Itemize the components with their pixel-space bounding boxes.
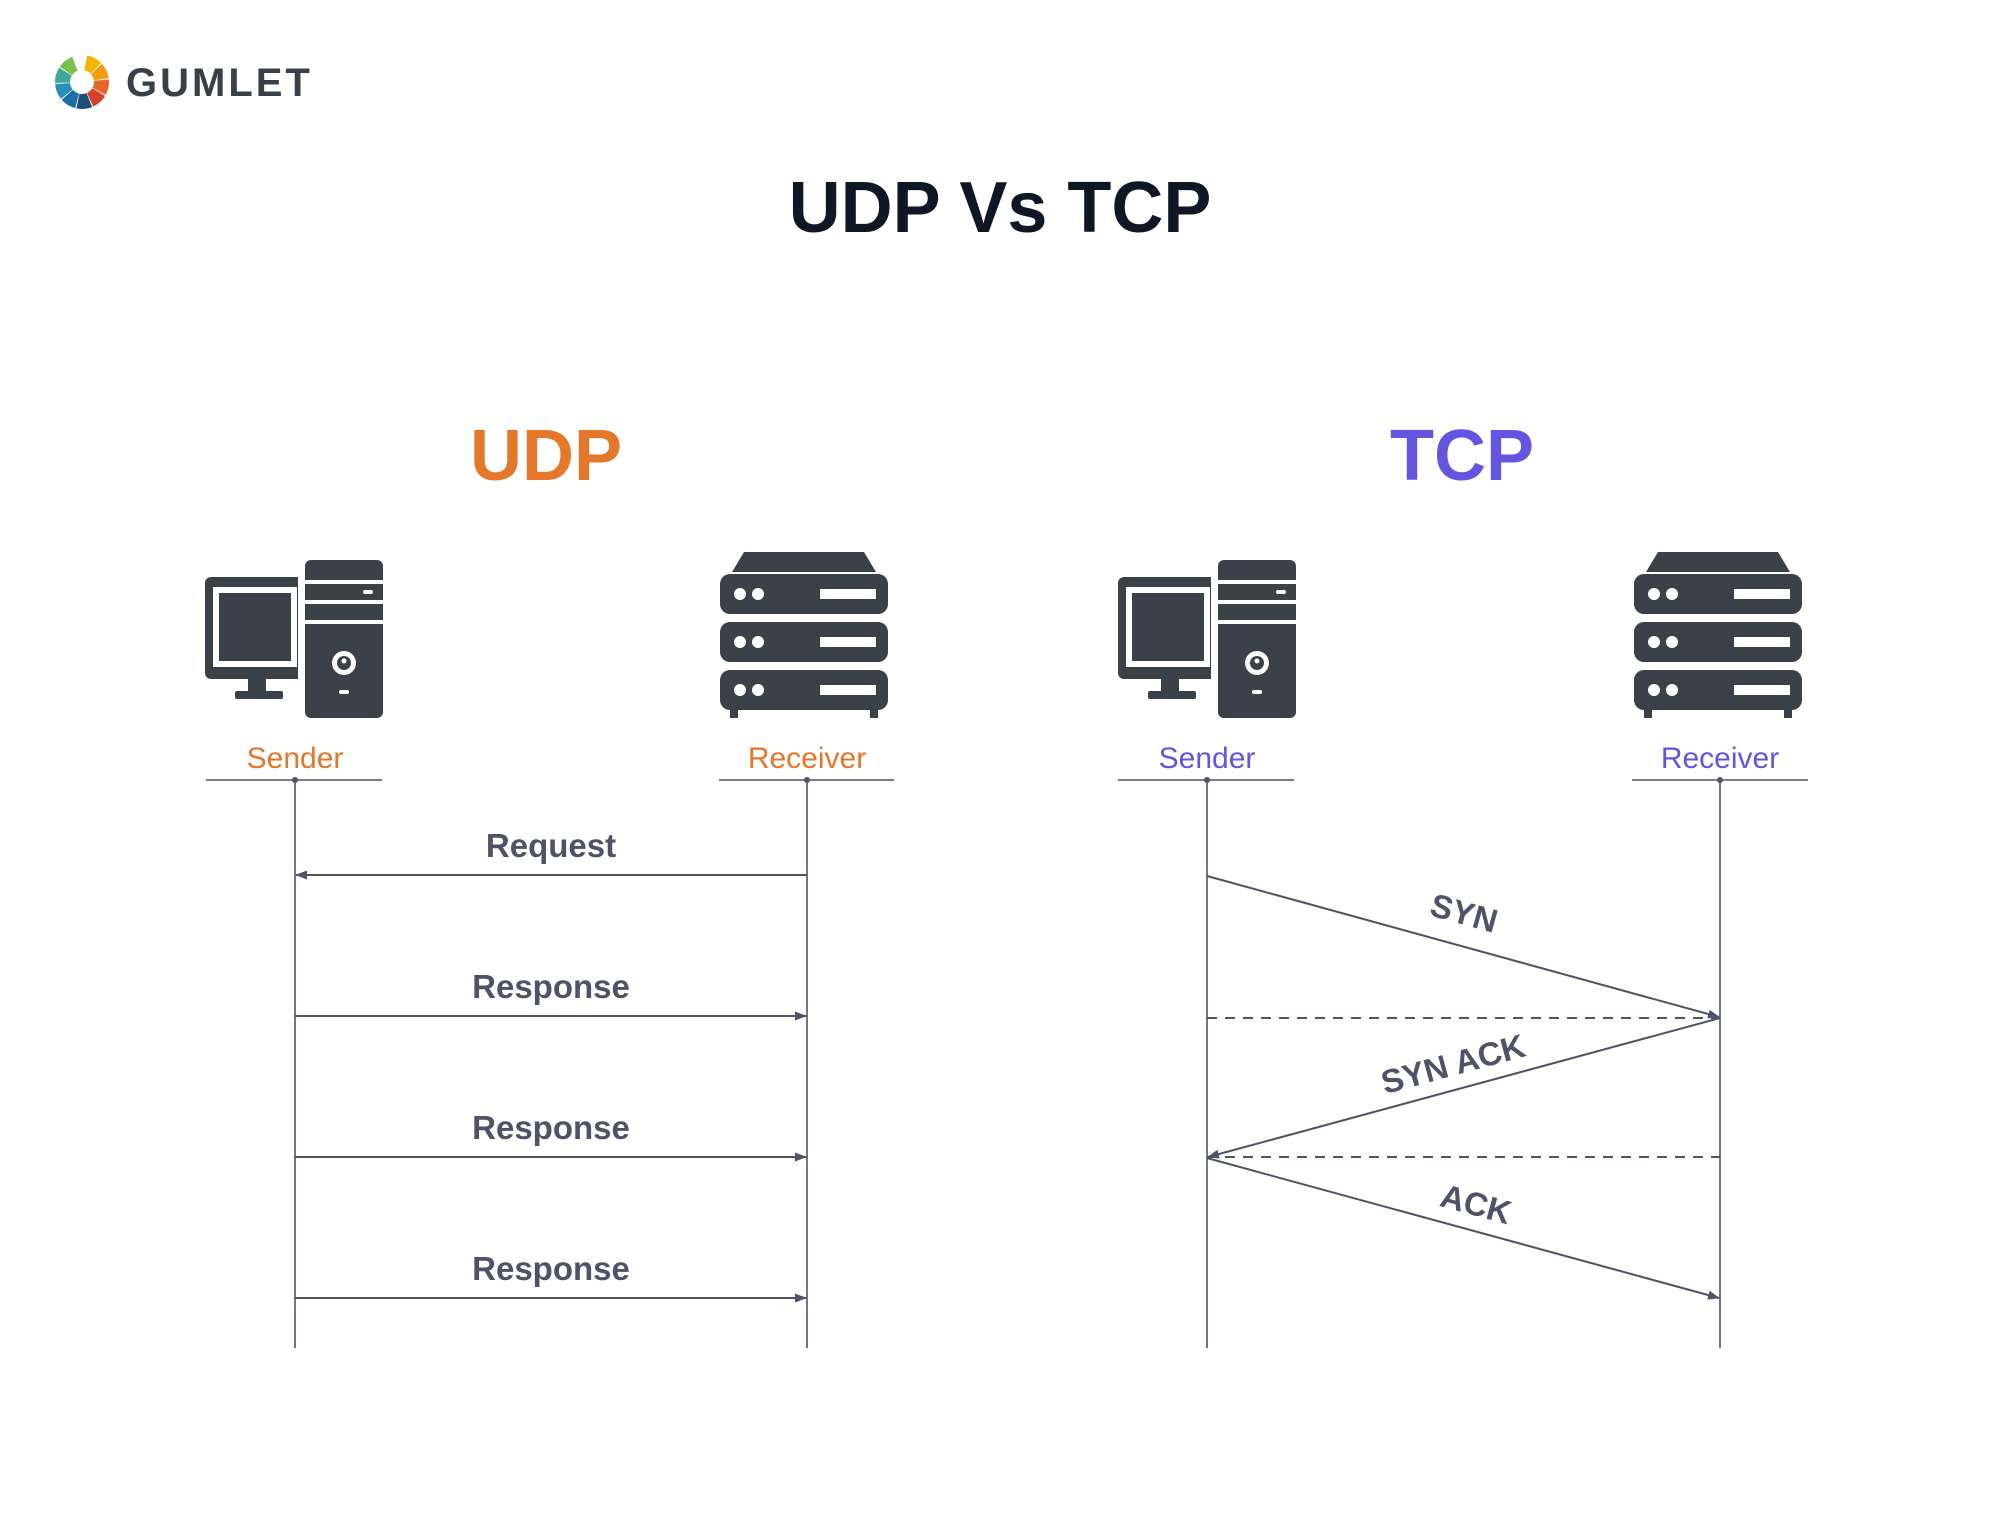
tcp-syn-label: SYN bbox=[1426, 886, 1501, 940]
logo-segment bbox=[61, 89, 79, 109]
logo-segment bbox=[55, 82, 73, 99]
logo-segment bbox=[76, 93, 93, 110]
udp-receiver-label: Receiver bbox=[748, 742, 866, 775]
tcp-section: TCP bbox=[1118, 416, 1808, 1348]
tcp-heading: TCP bbox=[1390, 416, 1534, 496]
udp-heading: UDP bbox=[470, 416, 622, 496]
logo-segment bbox=[84, 55, 102, 74]
logo-segment bbox=[59, 56, 78, 76]
logo-segment bbox=[92, 79, 110, 96]
tcp-receiver-server-icon bbox=[1634, 552, 1802, 718]
tcp-syn-arrow bbox=[1206, 875, 1720, 1019]
udp-response-label: Response bbox=[472, 1250, 630, 1287]
udp-sender-computer-icon bbox=[205, 560, 383, 720]
udp-sender-label: Sender bbox=[247, 742, 344, 775]
tcp-ack-arrow bbox=[1206, 1157, 1720, 1300]
gumlet-logo[interactable]: GUMLET bbox=[55, 55, 313, 110]
tcp-sender-computer-icon bbox=[1118, 560, 1296, 720]
udp-receiver-server-icon bbox=[720, 552, 888, 718]
page-title: UDP Vs TCP bbox=[789, 168, 1212, 248]
tcp-receiver-label: Receiver bbox=[1661, 742, 1779, 775]
logo-segment bbox=[55, 67, 72, 84]
gumlet-pinwheel-logo-icon bbox=[55, 55, 110, 110]
udp-response-label: Response bbox=[472, 1109, 630, 1146]
udp-response-label: Response bbox=[472, 968, 630, 1005]
tcp-synack-arrow bbox=[1207, 1017, 1721, 1159]
udp-request-label: Request bbox=[486, 827, 616, 864]
logo-segment bbox=[86, 88, 106, 107]
udp-section: UDP bbox=[205, 416, 894, 1348]
logo-segment bbox=[90, 63, 109, 81]
tcp-sender-label: Sender bbox=[1159, 742, 1256, 775]
brand-name: GUMLET bbox=[126, 61, 313, 105]
